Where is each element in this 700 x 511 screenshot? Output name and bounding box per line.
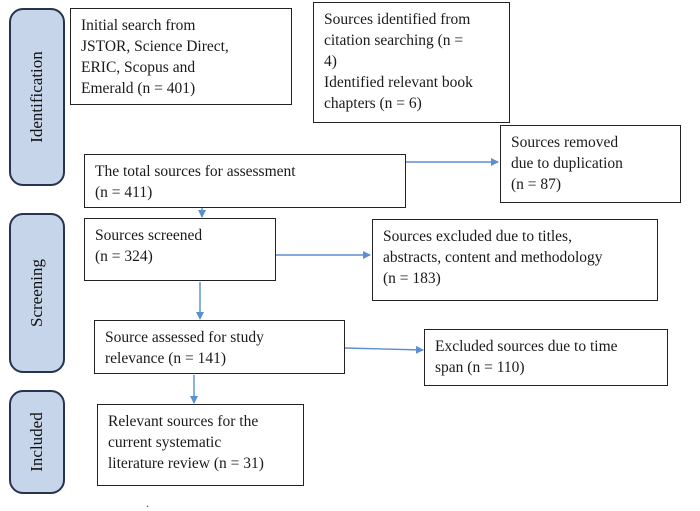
box-removed-duplicates: Sources removed due to duplication (n = … xyxy=(500,125,681,203)
box-excluded-time: Excluded sources due to time span (n = 1… xyxy=(424,329,668,386)
stage-included: Included xyxy=(9,390,65,494)
arrow-assessed-to-excluded-time xyxy=(344,345,424,354)
footer-mark: . xyxy=(146,496,149,510)
box-excluded-titles: Sources excluded due to titles, abstract… xyxy=(372,219,658,301)
box-included-sources: Relevant sources for the current systema… xyxy=(97,404,304,486)
box-assessed-relevance: Source assessed for study relevance (n =… xyxy=(94,320,345,374)
stage-identification: Identification xyxy=(9,8,65,186)
box-initial-search: Initial search from JSTOR, Science Direc… xyxy=(70,8,292,105)
box-citation-sources: Sources identified from citation searchi… xyxy=(313,2,510,123)
box-sources-screened: Sources screened (n = 324) xyxy=(84,218,276,281)
box-total-sources: The total sources for assessment (n = 41… xyxy=(84,154,406,208)
stage-screening: Screening xyxy=(9,213,65,373)
